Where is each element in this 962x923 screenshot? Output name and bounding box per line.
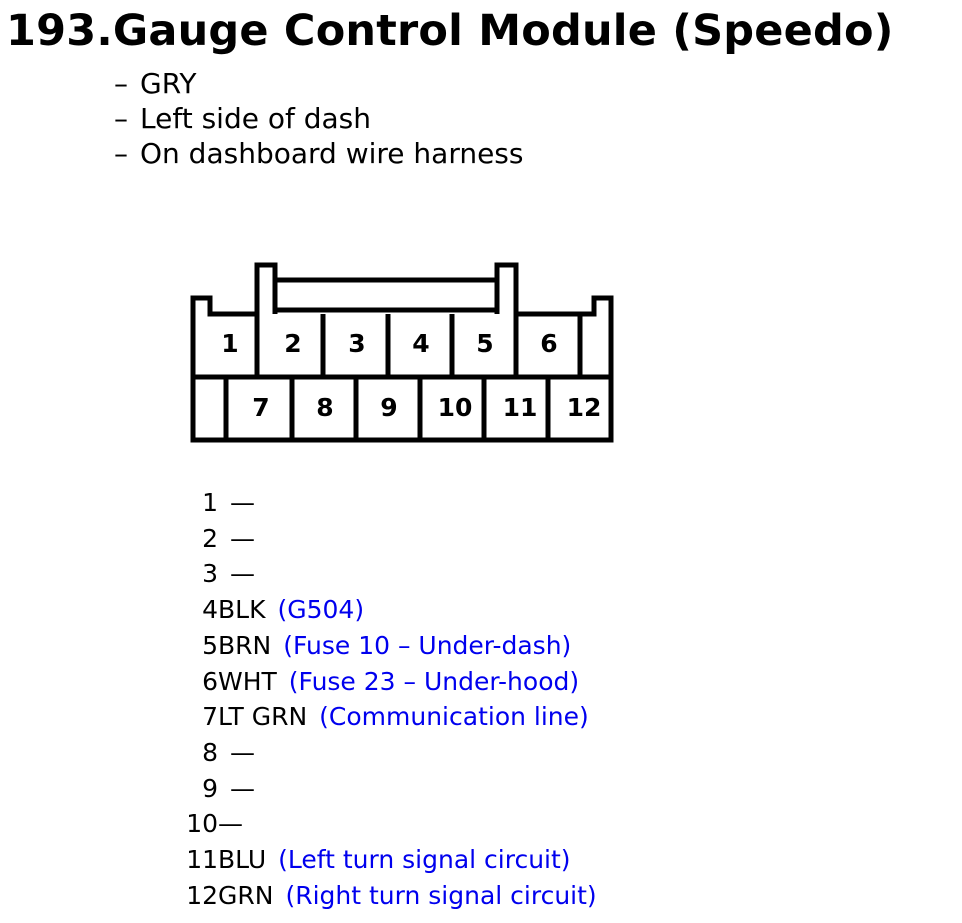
cavity-label: 7 (252, 393, 269, 422)
cavity-label: 12 (567, 393, 602, 422)
wire-color: WHT (218, 666, 277, 696)
pin-row: 8— (178, 738, 255, 774)
circuit-note: (G504) (277, 595, 365, 625)
connector-info-list: –GRY –Left side of dash –On dashboard wi… (114, 66, 523, 171)
pin-number: 9 (202, 773, 218, 803)
empty-pin-dash: — (218, 809, 243, 839)
empty-pin-dash: — (230, 559, 255, 589)
cavity-label: 5 (476, 329, 493, 358)
circuit-note: (Fuse 10 – Under-dash) (283, 630, 572, 660)
pin-row: 10— (178, 809, 243, 845)
info-dash: – (114, 102, 128, 135)
info-line-color: –GRY (114, 66, 523, 101)
connector-face-diagram: 1 2 3 4 5 6 7 8 9 10 11 12 (190, 262, 614, 443)
info-text: Left side of dash (140, 102, 371, 135)
circuit-note: (Right turn signal circuit) (285, 880, 597, 910)
info-dash: – (114, 67, 128, 100)
empty-pin-dash: — (230, 737, 255, 767)
pin-number: 2 (202, 523, 218, 553)
info-text: On dashboard wire harness (140, 137, 524, 170)
pin-number: 8 (202, 737, 218, 767)
empty-pin-dash: — (230, 488, 255, 517)
cavity-label: 6 (540, 329, 557, 358)
page-title: 193.Gauge Control Module (Speedo) (6, 6, 894, 56)
cavity-label: 8 (316, 393, 333, 422)
wire-color: BLU (218, 845, 267, 874)
pin-row: 1— (178, 488, 255, 524)
pin-number: 6 (202, 666, 218, 696)
pin-row: 2— (178, 524, 255, 560)
circuit-note: (Left turn signal circuit) (278, 845, 571, 874)
pin-number: 1 (202, 488, 218, 517)
circuit-note: (Communication line) (319, 702, 589, 732)
cavity-label: 2 (284, 329, 301, 358)
pin-number: 3 (202, 559, 218, 589)
cavity-label: 3 (348, 329, 365, 358)
wire-color: BRN (218, 630, 272, 660)
info-line-harness: –On dashboard wire harness (114, 136, 523, 171)
pin-number: 12 (186, 880, 218, 910)
info-line-location: –Left side of dash (114, 101, 523, 136)
cavity-label: 9 (380, 393, 397, 422)
info-dash: – (114, 137, 128, 170)
circuit-note: (Fuse 23 – Under-hood) (288, 666, 580, 696)
cavity-label: 1 (221, 329, 238, 358)
wire-color: GRN (218, 880, 274, 910)
pin-number: 11 (186, 845, 218, 874)
connector-lock-bar (272, 280, 500, 314)
pin-row: 3— (178, 559, 255, 595)
pin-row: 9— (178, 774, 255, 810)
info-text: GRY (140, 67, 197, 100)
empty-pin-dash: — (230, 523, 255, 553)
pin-number: 4 (202, 595, 218, 625)
pin-number: 5 (202, 630, 218, 660)
pin-number: 10 (186, 809, 218, 839)
wire-color: LT GRN (218, 702, 308, 732)
wire-color: BLK (218, 595, 266, 625)
cavity-label: 11 (503, 393, 538, 422)
empty-pin-dash: — (230, 773, 255, 803)
cavity-label: 10 (438, 393, 473, 422)
cavity-label: 4 (412, 329, 429, 358)
pin-number: 7 (202, 702, 218, 732)
